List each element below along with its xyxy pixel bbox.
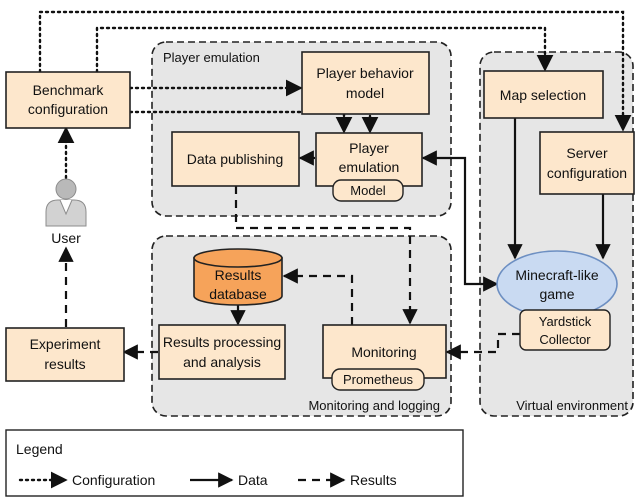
edge-yardstick-to-monitoring: [445, 332, 520, 360]
results-edges: [58, 186, 520, 360]
virtual-environment-group-label: Virtual environment: [516, 398, 628, 413]
benchmark-configuration-box: [5, 71, 131, 129]
yardstick-line-1: Yardstick: [539, 314, 592, 329]
data-publishing-box: [171, 131, 300, 187]
edge-monitoring-to-db: [282, 268, 354, 325]
player-behavior-line-1: Player behavior: [316, 65, 414, 81]
results-db-line-1: Results: [215, 267, 262, 283]
player-behavior-model-box: [301, 51, 430, 115]
user-icon: [45, 178, 87, 227]
model-tag: [332, 179, 404, 202]
results-database: [193, 248, 283, 306]
user-label: User: [51, 230, 81, 246]
experiment-results-box: [5, 327, 125, 382]
legend-title: Legend: [16, 441, 63, 457]
prometheus-tag-label: Prometheus: [343, 372, 414, 387]
legend-data-label: Data: [238, 472, 268, 488]
legend-configuration-label: Configuration: [72, 472, 155, 488]
minecraft-line-1: Minecraft-like: [515, 267, 598, 283]
results-processing-line-1: Results processing: [163, 334, 281, 350]
experiment-results-line-1: Experiment: [30, 336, 101, 352]
minecraft-game-node: [496, 250, 618, 318]
results-processing-line-2: and analysis: [183, 354, 261, 370]
legend-box: [5, 429, 464, 497]
results-processing-box: [158, 324, 286, 380]
yardstick-collector-box: [519, 309, 611, 351]
benchmark-line-2: configuration: [28, 101, 108, 117]
monitoring-group-label: Monitoring and logging: [308, 398, 440, 413]
player-emulation-box: [315, 132, 423, 187]
legend-results-label: Results: [350, 472, 397, 488]
monitoring-label: Monitoring: [351, 344, 416, 360]
server-config-line-2: configuration: [547, 165, 627, 181]
edge-benchmark-to-map-selection: [95, 26, 554, 74]
map-selection-box: [483, 70, 604, 119]
benchmark-line-1: Benchmark: [33, 82, 105, 98]
server-config-line-1: Server: [566, 145, 608, 161]
prometheus-tag: [331, 368, 425, 391]
edge-benchmark-to-player-emulation: [128, 110, 353, 134]
yardstick-line-2: Collector: [539, 332, 591, 347]
model-tag-label: Model: [350, 183, 386, 198]
server-configuration-box: [539, 131, 635, 195]
edge-benchmark-to-server-config: [38, 10, 632, 132]
player-emulation-group-label: Player emulation: [163, 50, 260, 65]
configuration-edges: [38, 10, 632, 180]
edge-game-emulation-bidirectional: [421, 150, 499, 292]
player-emulation-line-1: Player: [349, 140, 389, 156]
minecraft-line-2: game: [539, 286, 574, 302]
map-selection-label: Map selection: [500, 87, 586, 103]
experiment-results-line-2: results: [44, 356, 85, 372]
results-db-line-2: database: [209, 286, 267, 302]
edge-publishing-to-monitoring: [234, 186, 418, 325]
player-emulation-line-2: emulation: [339, 159, 400, 175]
data-edges: [230, 118, 611, 326]
player-behavior-line-2: model: [346, 85, 384, 101]
data-publishing-label: Data publishing: [187, 151, 284, 167]
